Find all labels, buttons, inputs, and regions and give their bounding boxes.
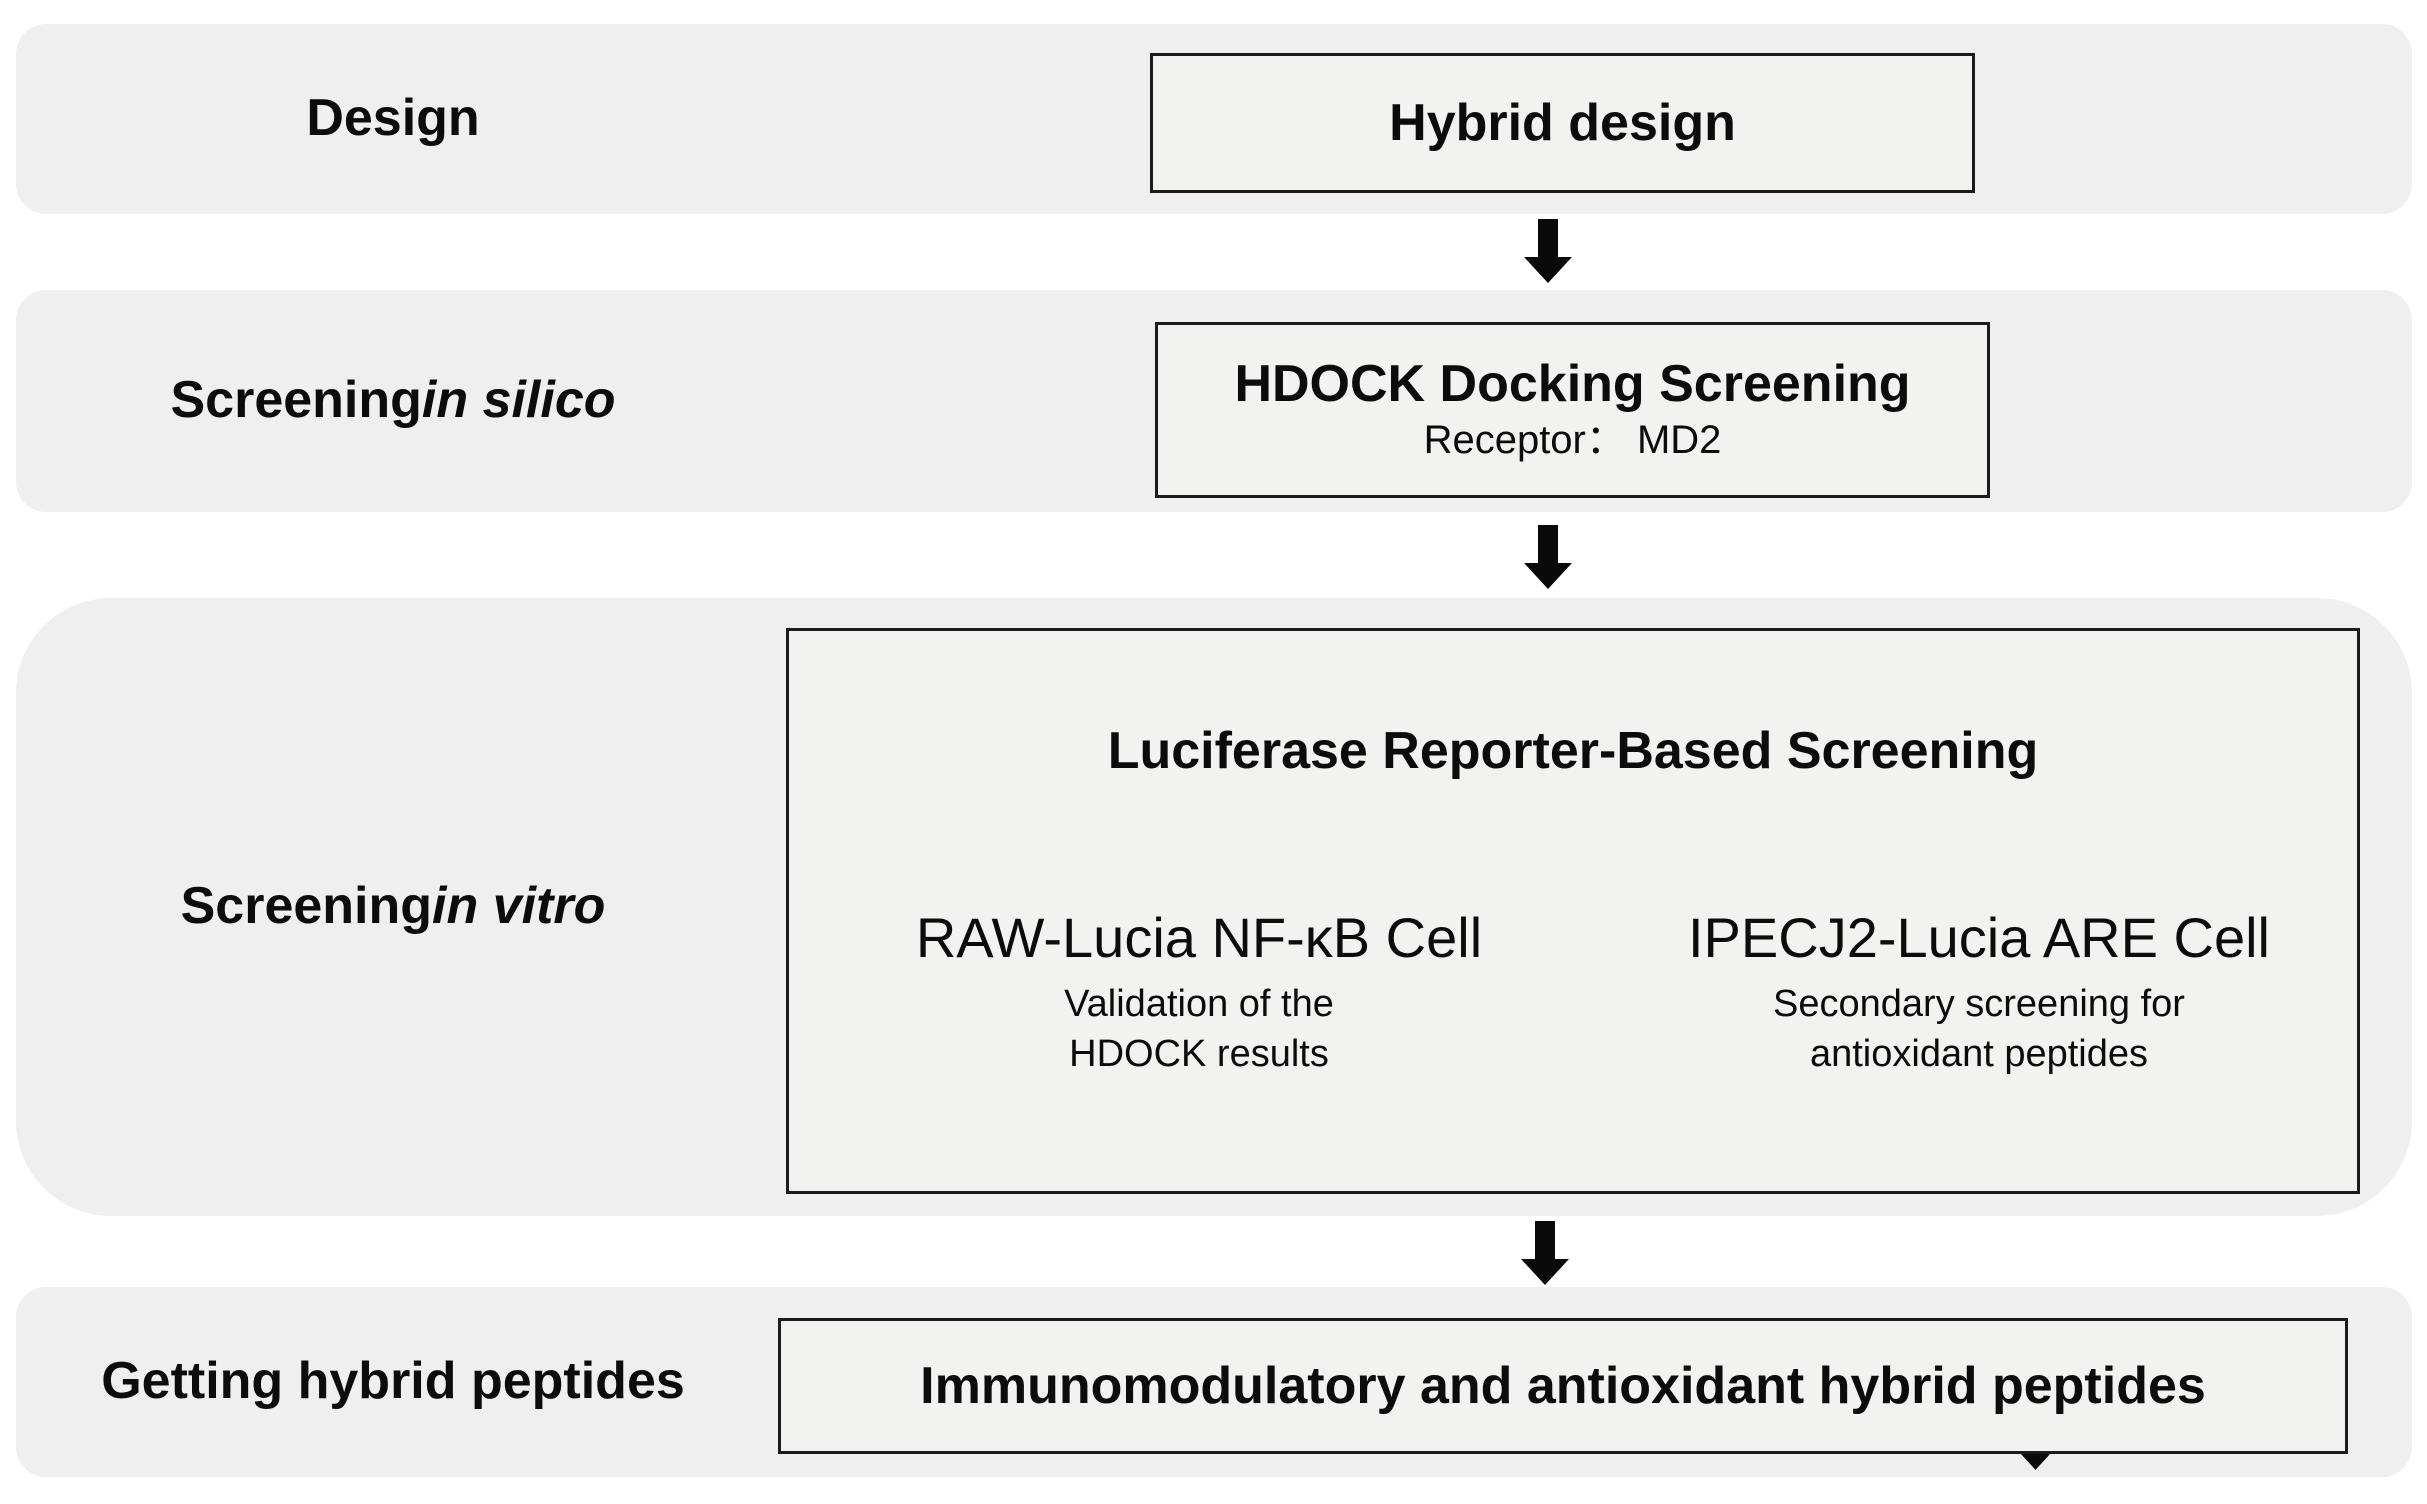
caption-line: Validation of the [1064, 983, 1334, 1025]
stage-label-design: Design [16, 24, 770, 214]
raw-lucia-cell-block: RAW-Lucia NF-κB Cell Validation of the H… [859, 903, 1539, 1079]
caption-line: HDOCK results [1069, 1033, 1329, 1075]
stage-label-text: Design [306, 89, 480, 148]
hdock-receptor-subtitle: Receptor： MD2 [1423, 418, 1722, 462]
hdock-title: HDOCK Docking Screening [1234, 355, 1911, 413]
down-arrow-icon [1524, 219, 1572, 283]
immunomodulatory-antioxidant-peptides-title: Immunomodulatory and antioxidant hybrid … [920, 1357, 2206, 1415]
stage-label-text: Screening [180, 877, 433, 936]
immunomodulatory-antioxidant-peptides-box: Immunomodulatory and antioxidant hybrid … [778, 1318, 2348, 1454]
stage-label-text: Screening [170, 371, 422, 430]
luciferase-screening-title: Luciferase Reporter-Based Screening [1107, 722, 2039, 780]
stage-label-italic-text: in silico [421, 371, 616, 430]
hybrid-design-title: Hybrid design [1389, 94, 1736, 152]
ipecj2-lucia-cell-caption: Secondary screening for antioxidant pept… [1649, 979, 2309, 1079]
down-arrow-icon [1524, 525, 1572, 589]
down-arrow-icon [1521, 1221, 1569, 1285]
hdock-docking-screening-box: HDOCK Docking Screening Receptor： MD2 [1155, 322, 1990, 498]
raw-lucia-cell-caption: Validation of the HDOCK results [859, 979, 1539, 1079]
luciferase-reporter-screening-box: Luciferase Reporter-Based Screening RAW-… [786, 628, 2360, 1470]
raw-lucia-cell-name: RAW-Lucia NF-κB Cell [915, 906, 1483, 969]
caption-line: antioxidant peptides [1809, 1033, 2149, 1075]
caption-line: Secondary screening for [1773, 983, 2185, 1025]
stage-label-italic-text: in vitro [432, 877, 606, 936]
ipecj2-lucia-cell-block: IPECJ2-Lucia ARE Cell Secondary screenin… [1649, 903, 2309, 1079]
hybrid-design-box: Hybrid design [1150, 53, 1975, 193]
stage-label-text: Getting hybrid peptides [101, 1352, 685, 1411]
stage-label-screening-in-vitro: Screening in vitro [16, 598, 770, 1216]
stage-label-getting-hybrid-peptides: Getting hybrid peptides [16, 1287, 770, 1477]
ipecj2-lucia-cell-name: IPECJ2-Lucia ARE Cell [1687, 906, 2270, 969]
stage-label-screening-in-silico: Screening in silico [16, 290, 770, 512]
